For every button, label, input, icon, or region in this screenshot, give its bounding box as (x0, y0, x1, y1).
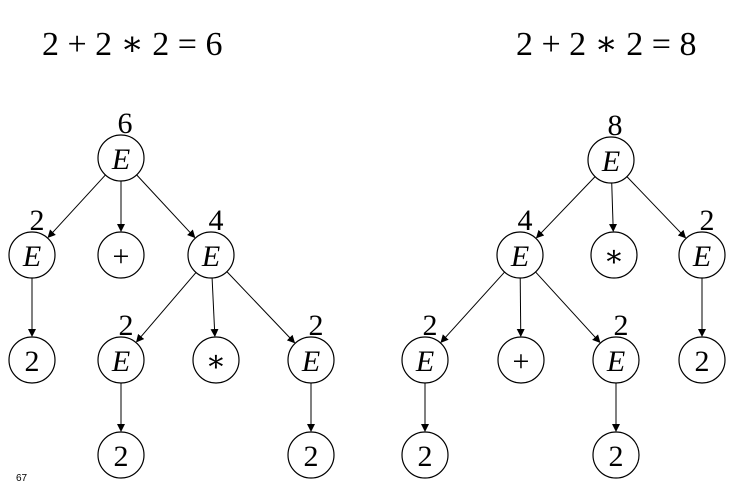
node-circle (678, 336, 726, 384)
tree-node-n1: 2 (8, 336, 56, 384)
node-circle (401, 336, 449, 384)
node-label: E (692, 240, 711, 273)
node-label: E (606, 345, 625, 378)
tree-edge (609, 182, 618, 233)
tree-node-e2: E2 (678, 204, 726, 279)
node-circle (678, 231, 726, 279)
node-label: E (301, 345, 320, 378)
node-value-label: 8 (608, 109, 623, 142)
tree-node-e4: E2 (287, 309, 335, 384)
tree-edge (210, 277, 219, 338)
tree-node-e1: E4 (496, 204, 544, 279)
node-label: E (111, 345, 130, 378)
tree-edge (135, 272, 197, 343)
node-circle (590, 231, 638, 279)
tree-edge (535, 176, 596, 239)
tree-node-e1: E2 (8, 204, 56, 279)
tree-node-star: ∗ (590, 231, 638, 279)
tree-node-n3: 2 (287, 431, 335, 479)
tree-node-e4: E2 (592, 309, 640, 384)
tree-edge (516, 277, 525, 338)
node-circle (97, 336, 145, 384)
node-value-label: 4 (518, 204, 533, 237)
node-value-label: 6 (118, 107, 133, 140)
node-circle (187, 231, 235, 279)
node-label: ∗ (206, 345, 226, 378)
tree-edge (535, 271, 601, 344)
node-value-label: 2 (309, 309, 324, 342)
tree-node-n2: 2 (97, 431, 145, 479)
tree-node-star: ∗ (192, 336, 240, 384)
tree-edge (626, 176, 687, 239)
tree-node-n3: 2 (678, 336, 726, 384)
tree-node-e2: E4 (187, 204, 235, 279)
tree-node-e3: E2 (97, 309, 145, 384)
node-value-label: 4 (209, 204, 224, 237)
node-circle (97, 231, 145, 279)
node-label: E (601, 145, 620, 178)
node-circle (401, 431, 449, 479)
tree-node-plus: + (497, 336, 545, 384)
node-value-label: 2 (423, 309, 438, 342)
tree-edge (226, 271, 296, 344)
node-label: 2 (304, 440, 319, 473)
node-label: + (513, 345, 530, 378)
node-circle (8, 231, 56, 279)
node-label: 2 (418, 440, 433, 473)
tree-node-root: E8 (587, 109, 635, 184)
node-value-label: 2 (700, 204, 715, 237)
node-circle (192, 336, 240, 384)
node-circle (587, 136, 635, 184)
node-label: 2 (25, 345, 40, 378)
tree-edge (440, 271, 505, 343)
node-label: E (111, 143, 130, 176)
tree-node-e3: E2 (401, 309, 449, 384)
node-label: + (113, 240, 130, 273)
left-equation: 2 + 2 ∗ 2 = 6 (42, 26, 222, 63)
right-equation: 2 + 2 ∗ 2 = 8 (516, 26, 696, 63)
tree-node-root: E6 (97, 107, 145, 182)
node-value-label: 2 (30, 204, 45, 237)
node-label: E (510, 240, 529, 273)
tree-node-plus: + (97, 231, 145, 279)
node-label: 2 (114, 440, 129, 473)
slide-number: 67 (16, 473, 28, 484)
node-circle (287, 431, 335, 479)
node-circle (287, 336, 335, 384)
node-value-label: 2 (614, 309, 629, 342)
node-value-label: 2 (119, 309, 134, 342)
node-label: ∗ (604, 240, 624, 273)
node-label: 2 (609, 440, 624, 473)
tree-node-n1: 2 (401, 431, 449, 479)
tree-edge (47, 174, 106, 239)
tree-node-n2: 2 (592, 431, 640, 479)
node-label: E (22, 240, 41, 273)
node-circle (97, 134, 145, 182)
node-label: E (415, 345, 434, 378)
node-circle (497, 336, 545, 384)
node-circle (592, 431, 640, 479)
node-label: 2 (695, 345, 710, 378)
node-circle (592, 336, 640, 384)
node-circle (97, 431, 145, 479)
tree-edge (136, 174, 196, 239)
node-label: E (201, 240, 220, 273)
node-circle (8, 336, 56, 384)
node-circle (496, 231, 544, 279)
